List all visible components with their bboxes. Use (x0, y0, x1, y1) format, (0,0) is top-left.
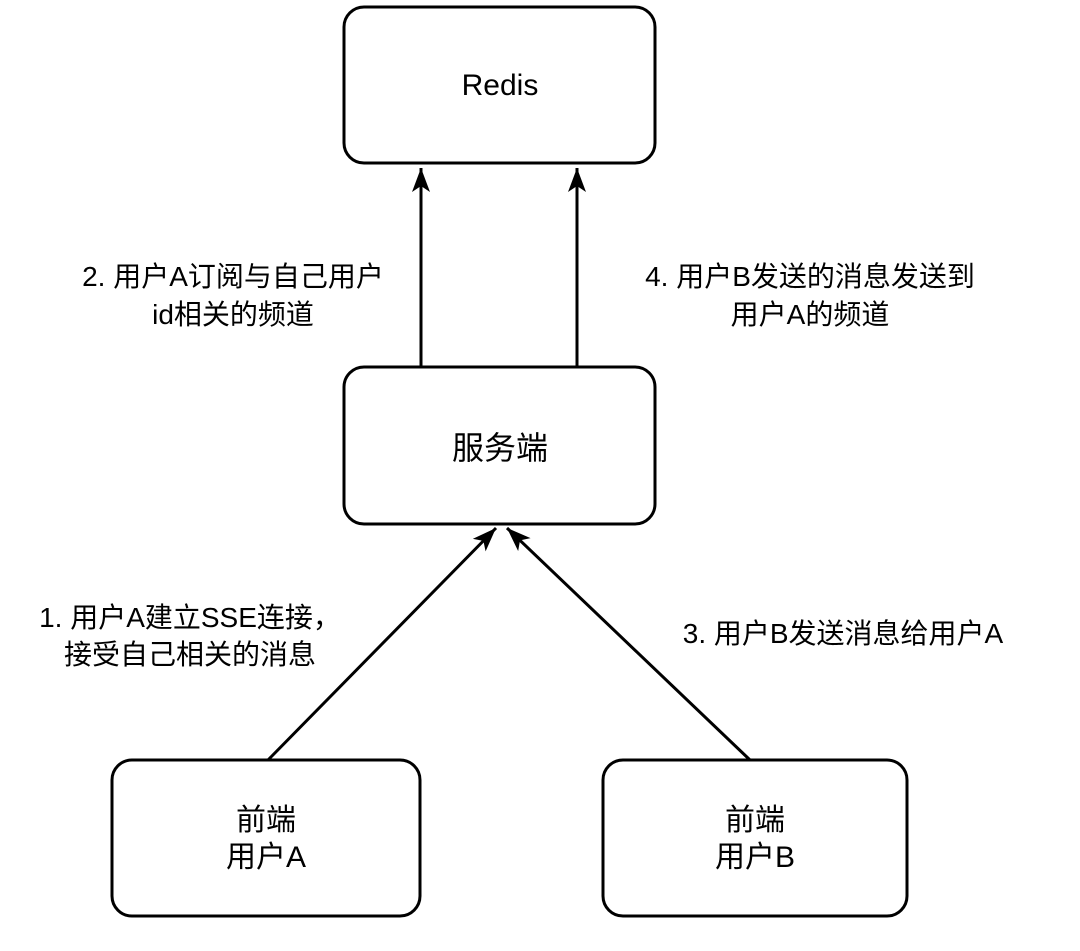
node-client-b: 前端 用户B (601, 758, 909, 918)
node-server: 服务端 (342, 365, 657, 526)
step1-label-line1: 1. 用户A建立SSE连接， (39, 602, 341, 633)
step4-label-line2: 用户A的频道 (731, 299, 890, 330)
edge-label-step3: 3. 用户B发送消息给用户A (683, 618, 1004, 649)
client-a-label-line2: 用户A (226, 841, 306, 874)
step2-label-line1: 2. 用户A订阅与自己用户 (82, 261, 384, 292)
node-redis: Redis (342, 5, 657, 165)
client-b-label-line1: 前端 (725, 804, 785, 837)
redis-box (342, 5, 657, 165)
edge-label-step4: 4. 用户B发送的消息发送到 用户A的频道 (645, 261, 975, 330)
edge-label-step1: 1. 用户A建立SSE连接， 接受自己相关的消息 (39, 602, 341, 670)
server-label: 服务端 (452, 430, 548, 466)
edge-label-step2: 2. 用户A订阅与自己用户 id相关的频道 (82, 261, 384, 330)
step4-label-line1: 4. 用户B发送的消息发送到 (645, 261, 975, 292)
step1-label-line2: 接受自己相关的消息 (64, 639, 316, 670)
client-b-box (601, 758, 909, 918)
redis-label: Redis (462, 69, 539, 102)
arrow-client-a-to-server (266, 526, 498, 762)
step2-label-line2: id相关的频道 (152, 299, 314, 330)
arrow-client-b-to-server (505, 526, 752, 762)
client-b-label-line2: 用户B (715, 841, 795, 874)
node-client-a: 前端 用户A (110, 758, 422, 918)
step3-label-line1: 3. 用户B发送消息给用户A (683, 618, 1004, 649)
client-a-label-line1: 前端 (236, 804, 296, 837)
server-box (342, 365, 657, 526)
client-a-box (110, 758, 422, 918)
